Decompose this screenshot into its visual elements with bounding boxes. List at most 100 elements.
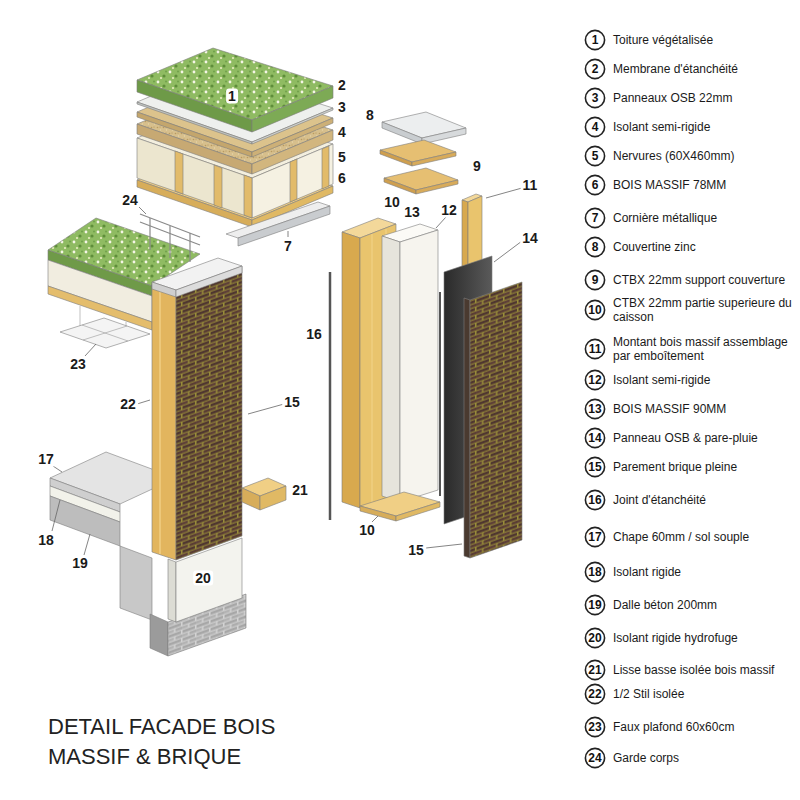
number-badge: 23: [584, 716, 606, 738]
key-item: 3Panneaux OSB 22mm: [584, 87, 798, 109]
item-description: Nervures (60X460mm): [613, 149, 734, 163]
number-badge: 9: [584, 269, 606, 291]
metal-angle: [226, 202, 330, 238]
number-badge: 15: [584, 456, 606, 478]
key-item: 5Nervures (60X460mm): [584, 145, 798, 167]
key-item: 13BOIS MASSIF 90MM: [584, 398, 798, 420]
item-number: 4: [584, 116, 606, 138]
leader-line: [494, 241, 522, 262]
key-item: 14Panneau OSB & pare-pluie: [584, 427, 798, 449]
item-number: 20: [584, 627, 606, 649]
foundation: [168, 559, 176, 622]
item-number: 23: [584, 716, 606, 738]
number-badge: 2: [584, 58, 606, 80]
wall-assembled: [152, 282, 176, 560]
item-description: Isolant rigide: [613, 565, 681, 579]
key-item: 8Couvertine zinc: [584, 236, 798, 258]
key-item: 7Cornière métallique: [584, 207, 798, 229]
callout-number: 8: [364, 108, 376, 123]
leader-line: [486, 188, 522, 198]
item-number: 8: [584, 236, 606, 258]
number-badge: 4: [584, 116, 606, 138]
wall-exploded: [372, 234, 373, 503]
guardrail: [169, 226, 170, 258]
number-badge: 18: [584, 561, 606, 583]
callout-number: 23: [68, 357, 88, 372]
wall-assembled: [159, 290, 161, 554]
item-number: 17: [584, 526, 606, 548]
key-item: 24 Garde corps: [584, 747, 798, 769]
item-number: 16: [584, 489, 606, 511]
item-description: Membrane d'étanchéité: [613, 62, 738, 76]
leader-line: [137, 400, 150, 404]
roof-assembled: [82, 325, 128, 341]
number-badge: 24: [584, 747, 606, 769]
leader-line: [288, 231, 289, 237]
wall-exploded: [329, 272, 332, 520]
wall-exploded: [416, 180, 458, 194]
key-item: 15Parement brique pleine: [584, 456, 798, 478]
callout-number: 16: [304, 327, 324, 342]
callout-number: 19: [70, 556, 90, 571]
item-description: 1/2 Stil isolée: [613, 687, 684, 701]
number-badge: 10: [584, 299, 606, 321]
item-number: 6: [584, 174, 606, 196]
item-description: Isolant semi-rigide: [613, 373, 710, 387]
number-badge: 16: [584, 489, 606, 511]
number-badge: 1: [584, 29, 606, 51]
floor: [50, 496, 120, 546]
callout-number: 4: [336, 125, 348, 140]
item-description: Joint d'étanchéité: [613, 493, 706, 507]
wall-exploded: [396, 502, 440, 521]
key-item: 6 BOIS MASSIF 78MM: [584, 174, 798, 196]
callout-number: 6: [336, 171, 348, 186]
item-description: Panneau OSB & pare-pluie: [613, 431, 758, 445]
item-description: Garde corps: [613, 751, 679, 765]
item-number: 9: [584, 269, 606, 291]
callout-number: 3: [336, 100, 348, 115]
callout-number: 18: [36, 533, 56, 548]
guardrail: [149, 218, 150, 250]
number-badge: 3: [584, 87, 606, 109]
key-item: 16 Joint d'étanchéité: [584, 489, 798, 511]
item-description: Isolant semi-rigide: [613, 120, 710, 134]
callout-number: 7: [282, 239, 294, 254]
callout-number: 1: [226, 89, 238, 104]
callout-number: 22: [118, 397, 138, 412]
item-number: 1: [584, 29, 606, 51]
wall-exploded: [342, 232, 360, 508]
item-number: 3: [584, 87, 606, 109]
leader-line: [436, 217, 446, 228]
leader-line: [52, 188, 522, 555]
leader-line: [248, 404, 284, 414]
leader-line: [138, 206, 146, 214]
item-description: Isolant rigide hydrofuge: [613, 631, 738, 645]
number-badge: 13: [584, 398, 606, 420]
key-item: 12Isolant semi-rigide: [584, 369, 798, 391]
wall-assembled: [260, 486, 286, 510]
item-number: 21: [584, 659, 606, 681]
wall-exploded: [400, 230, 438, 502]
item-description: Chape 60mm / sol souple: [613, 530, 749, 544]
roof-exploded: [244, 175, 252, 218]
wall-exploded: [470, 282, 522, 558]
key-item: 23Faux plafond 60x60cm: [584, 716, 798, 738]
number-badge: 7: [584, 207, 606, 229]
leader-line: [426, 544, 462, 548]
leader-line: [84, 534, 90, 555]
guardrail: [140, 214, 200, 262]
leader-line: [372, 516, 378, 522]
callout-number: 11: [521, 178, 540, 193]
leader-line: [53, 466, 62, 472]
key-item: 20 Isolant rigide hydrofuge: [584, 627, 798, 649]
callout-number: 10: [382, 195, 402, 210]
roof-assembled: [60, 318, 150, 348]
callout-number: 12: [439, 203, 459, 218]
key-item: 9CTBX 22mm support couverture: [584, 269, 798, 291]
roof-exploded: [175, 151, 183, 194]
callout-number: 5: [336, 150, 348, 165]
item-number: 22: [584, 683, 606, 705]
item-description: BOIS MASSIF 78MM: [613, 178, 726, 192]
number-badge: 19: [584, 594, 606, 616]
